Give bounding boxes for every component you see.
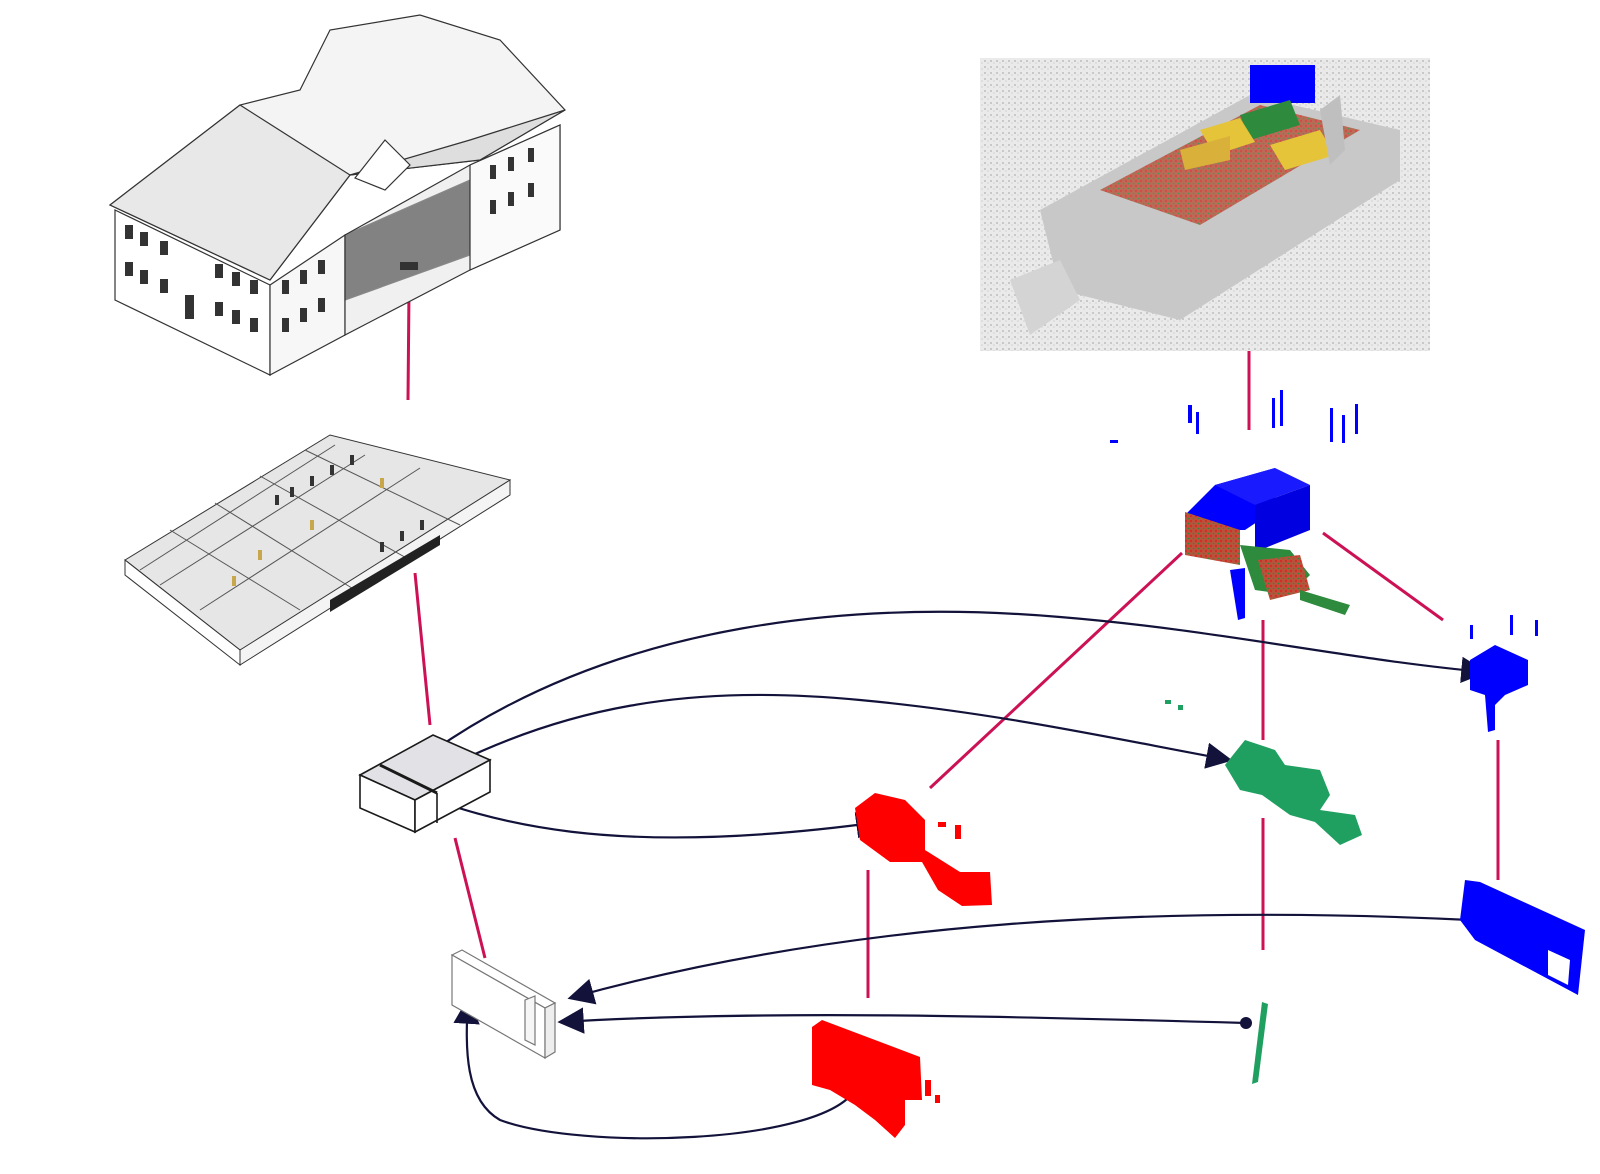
blue-wall-segment[interactable] xyxy=(1460,880,1585,995)
link-building-to-floor xyxy=(406,289,411,401)
bim-floor-plan xyxy=(124,434,512,667)
bim-building-exterior xyxy=(108,14,566,376)
hierarchy-links xyxy=(406,289,1500,998)
link-floor-to-room xyxy=(413,572,432,726)
link-room-to-wall xyxy=(453,837,487,959)
arrow-room-to-green xyxy=(404,693,1233,791)
green-wall-segment[interactable] xyxy=(1252,1002,1268,1084)
point-cloud-building xyxy=(980,58,1430,351)
correspondence-arrows xyxy=(404,610,1488,1140)
arrow-room-to-blue xyxy=(432,610,1488,752)
arrow-bluewall-to-wall xyxy=(567,913,1471,1005)
link-segment-to-blue xyxy=(1322,531,1444,622)
red-segment[interactable] xyxy=(855,793,992,906)
arrow-greenwall-to-wall xyxy=(557,1007,1247,1034)
origin-dot-greenwall xyxy=(1240,1017,1252,1029)
blue-segment[interactable] xyxy=(1470,615,1538,732)
bim-wall-element[interactable] xyxy=(450,949,557,1060)
red-wall-segment[interactable] xyxy=(812,1020,940,1138)
bim-room-element[interactable] xyxy=(358,734,492,834)
link-segment-to-red xyxy=(928,551,1184,790)
point-cloud-room-segment xyxy=(1110,390,1358,620)
arrow-redwall-to-wall xyxy=(453,997,856,1140)
green-segment[interactable] xyxy=(1165,700,1362,845)
